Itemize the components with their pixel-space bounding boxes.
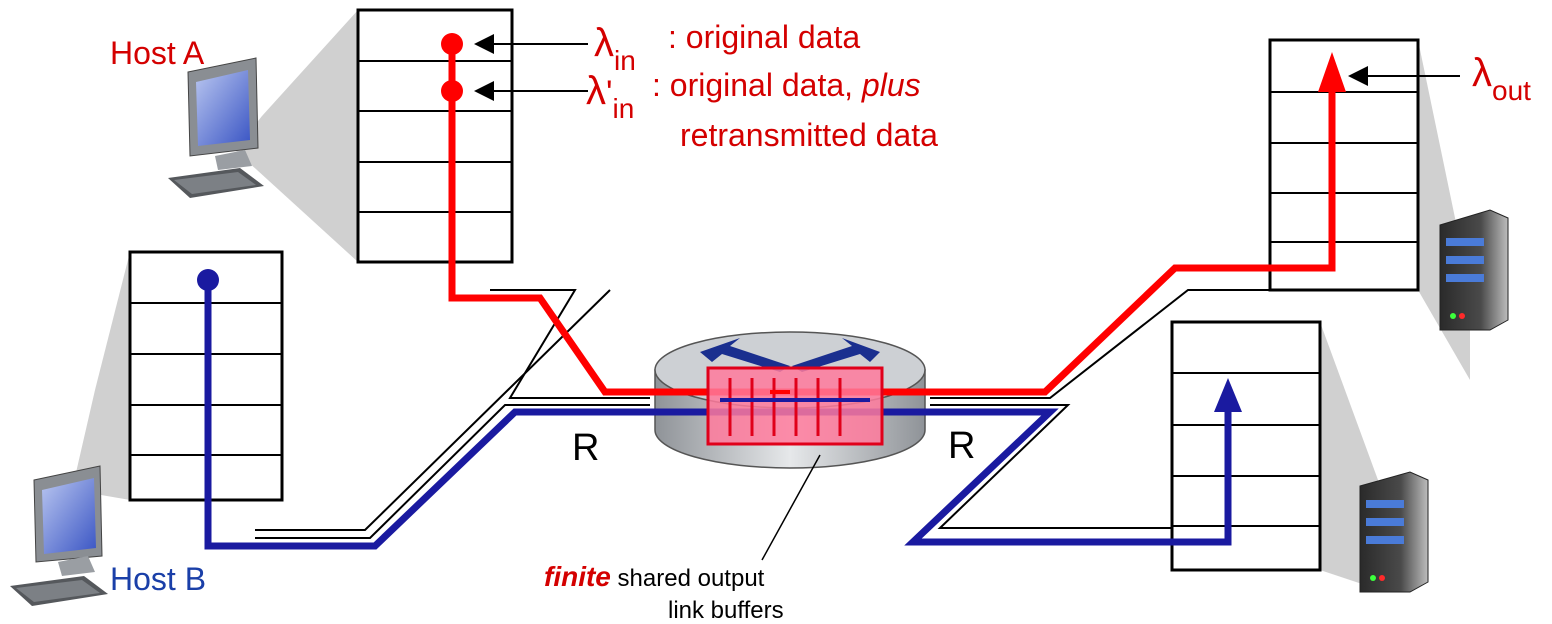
lambda-in-prime-description: : original data, plus [652, 67, 921, 103]
host-a-label: Host A [110, 35, 205, 71]
server-2-icon [1359, 471, 1429, 593]
host-b-computer-icon [10, 465, 108, 606]
host-a-flow-arrowhead [1318, 52, 1346, 92]
lambda-in-dot [441, 33, 463, 55]
host-a-computer-icon [168, 57, 264, 198]
link-host-b-router [255, 404, 650, 539]
link-host-a-router [490, 289, 650, 399]
buffer-caption-line-2: link buffers [668, 597, 784, 624]
link-router-server-1 [930, 289, 1270, 399]
buffer-callout-line [761, 454, 821, 561]
link-capacity-left: R [572, 427, 599, 469]
host-b-label: Host B [110, 561, 206, 597]
host-a-buffer [356, 8, 514, 264]
buffer-caption-line-1: finite shared output [544, 561, 765, 592]
server-1-buffer [1268, 38, 1420, 292]
lambda-in-description: : original data [668, 19, 860, 55]
lambda-in-prime-symbol: λ'in [586, 69, 634, 124]
lambda-in-symbol: λin [594, 21, 636, 76]
host-b-shadow [72, 252, 130, 500]
host-b-dot [197, 269, 219, 291]
lambda-in-prime-dot [441, 80, 463, 102]
shared-output-buffer [706, 366, 884, 446]
link-router-server-2 [930, 404, 1172, 529]
link-capacity-right: R [948, 425, 975, 467]
host-b-flow-arrowhead [1214, 378, 1242, 412]
link-lines [255, 289, 1270, 539]
retransmitted-label: retransmitted data [680, 117, 938, 153]
link-host-b-router-back [255, 289, 611, 531]
server-2-buffer [1170, 320, 1322, 572]
host-a-shadow [235, 10, 358, 262]
lambda-out-symbol: λout [1472, 51, 1531, 106]
server-1-icon [1439, 209, 1509, 331]
